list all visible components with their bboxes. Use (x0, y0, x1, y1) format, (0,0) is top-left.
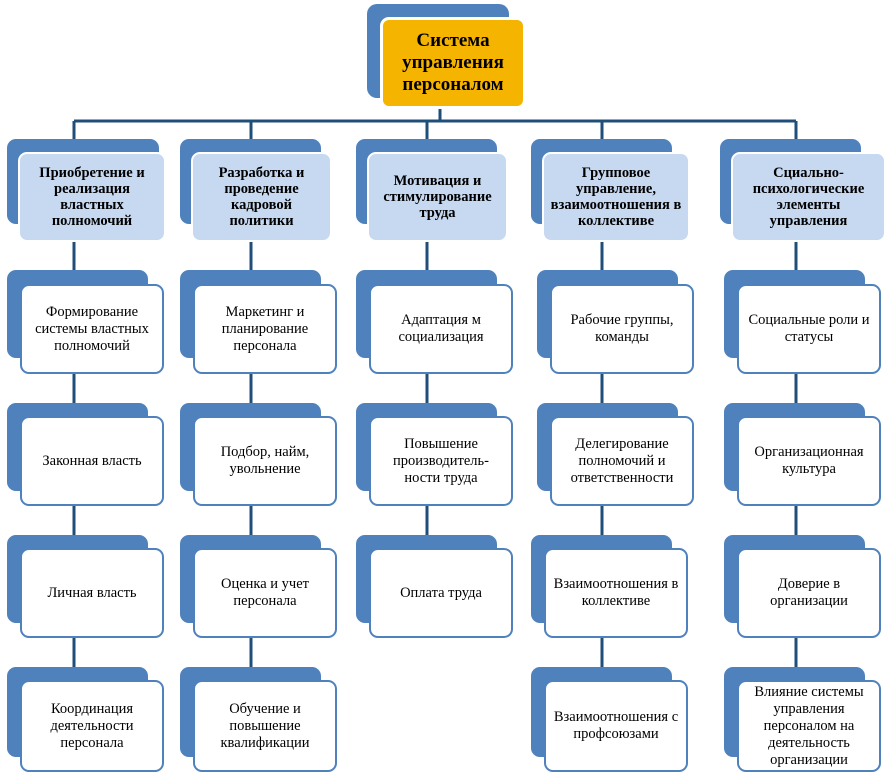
item-label: Подбор, найм, увольнение (220, 444, 310, 477)
item-label: Маркетинг и планирование персонала (221, 303, 309, 354)
item-label: Личная власть (47, 584, 137, 601)
item-label: Формирование системы властных полномочий (35, 303, 149, 354)
item-label: Законная власть (42, 452, 142, 469)
item-box: Делегирование полномочий и ответственнос… (550, 416, 694, 506)
item-box: Влияние системы управления персоналом на… (737, 680, 881, 772)
item-label: Влияние системы управления персоналом на… (754, 683, 864, 768)
item-box: Организационная культура (737, 416, 881, 506)
item-box: Обучение и повышение квалификации (193, 680, 337, 772)
item-label: Обучение и повышение квалификации (220, 700, 310, 751)
category-label: Групповое управление, взаимоотношения в … (550, 165, 682, 229)
item-label: Адаптация м социализация (398, 312, 484, 345)
item-box: Подбор, найм, увольнение (193, 416, 337, 506)
root-label: Система управления персоналом (402, 30, 504, 95)
category-box: Групповое управление, взаимоотношения в … (542, 152, 690, 242)
item-label: Социальные роли и статусы (748, 312, 870, 345)
item-box: Адаптация м социализация (369, 284, 513, 374)
item-label: Взаимоотношения с профсоюзами (553, 709, 679, 742)
item-label: Организационная культура (754, 444, 864, 477)
item-box: Доверие в организации (737, 548, 881, 638)
category-label: Разработка и проведение кадровой политик… (218, 165, 305, 229)
item-label: Повышение производитель-ности труда (393, 435, 489, 486)
item-box: Взаимоотношения в коллективе (544, 548, 688, 638)
category-box: Разработка и проведение кадровой политик… (191, 152, 332, 242)
category-label: Приобретение и реализация властных полно… (39, 165, 145, 229)
item-box: Рабочие группы, команды (550, 284, 694, 374)
category-box: Приобретение и реализация властных полно… (18, 152, 166, 242)
item-label: Оплата труда (400, 584, 482, 601)
item-box: Формирование системы властных полномочий (20, 284, 164, 374)
item-label: Координация деятельности персонала (50, 700, 134, 751)
category-label: Мотивация и стимулирование труда (383, 173, 492, 221)
item-box: Повышение производитель-ности труда (369, 416, 513, 506)
item-label: Делегирование полномочий и ответственнос… (570, 435, 674, 486)
category-box: Сциально-психологические элементы управл… (731, 152, 886, 242)
item-label: Доверие в организации (770, 576, 848, 609)
category-label: Сциально-психологические элементы управл… (752, 165, 865, 229)
item-box: Маркетинг и планирование персонала (193, 284, 337, 374)
category-box: Мотивация и стимулирование труда (367, 152, 508, 242)
item-box: Взаимоотношения с профсоюзами (544, 680, 688, 772)
item-box: Координация деятельности персонала (20, 680, 164, 772)
item-label: Рабочие группы, команды (570, 312, 674, 345)
item-box: Оплата труда (369, 548, 513, 638)
item-box: Законная власть (20, 416, 164, 506)
item-label: Оценка и учет персонала (220, 576, 309, 609)
item-box: Личная власть (20, 548, 164, 638)
root-box: Система управления персоналом (380, 17, 526, 109)
item-label: Взаимоотношения в коллективе (553, 576, 679, 609)
item-box: Оценка и учет персонала (193, 548, 337, 638)
item-box: Социальные роли и статусы (737, 284, 881, 374)
